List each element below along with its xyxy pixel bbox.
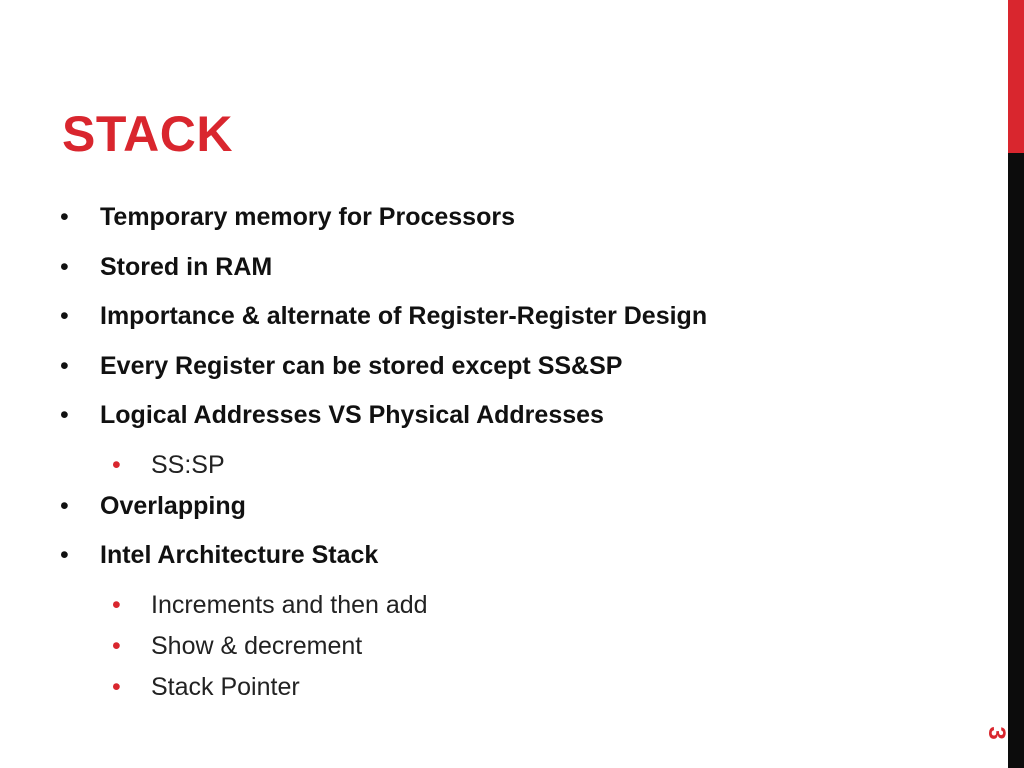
sub-bullet-item: • Stack Pointer: [112, 673, 300, 702]
bullet-dot-icon: •: [60, 492, 69, 520]
side-bar: [1008, 0, 1024, 768]
bullet-item: • Intel Architecture Stack: [60, 541, 378, 570]
bullet-dot-icon: •: [112, 451, 121, 479]
sub-bullet-text: Stack Pointer: [151, 673, 300, 701]
bullet-item: • Stored in RAM: [60, 253, 272, 282]
bullet-dot-icon: •: [60, 302, 69, 330]
sub-bullet-item: • SS:SP: [112, 451, 225, 480]
bullet-dot-icon: •: [60, 401, 69, 429]
bullet-text: Overlapping: [100, 492, 246, 520]
bullet-item: • Every Register can be stored except SS…: [60, 352, 622, 381]
slide-title: Stack: [62, 106, 234, 162]
bullet-dot-icon: •: [112, 673, 121, 701]
sub-bullet-text: Increments and then add: [151, 591, 428, 619]
bullet-text: Stored in RAM: [100, 253, 273, 281]
bullet-text: Logical Addresses VS Physical Addresses: [100, 401, 604, 429]
bullet-text: Every Register can be stored except SS&S…: [100, 352, 623, 380]
sub-bullet-text: SS:SP: [151, 451, 225, 479]
bullet-item: • Temporary memory for Processors: [60, 203, 515, 232]
sub-bullet-text: Show & decrement: [151, 632, 363, 660]
bullet-dot-icon: •: [60, 541, 69, 569]
bullet-dot-icon: •: [60, 203, 69, 231]
slide-number: 3: [983, 726, 1010, 740]
bullet-dot-icon: •: [112, 591, 121, 619]
bullet-text: Importance & alternate of Register-Regis…: [100, 302, 708, 330]
bullet-item: • Overlapping: [60, 492, 246, 521]
bullet-dot-icon: •: [112, 632, 121, 660]
bullet-dot-icon: •: [60, 253, 69, 281]
bullet-text: Intel Architecture Stack: [100, 541, 379, 569]
sub-bullet-item: • Increments and then add: [112, 591, 428, 620]
bullet-text: Temporary memory for Processors: [100, 203, 515, 231]
sub-bullet-item: • Show & decrement: [112, 632, 362, 661]
bullet-item: • Importance & alternate of Register-Reg…: [60, 302, 707, 331]
bullet-item: • Logical Addresses VS Physical Addresse…: [60, 401, 604, 430]
side-bar-accent: [1008, 0, 1024, 153]
bullet-dot-icon: •: [60, 352, 69, 380]
